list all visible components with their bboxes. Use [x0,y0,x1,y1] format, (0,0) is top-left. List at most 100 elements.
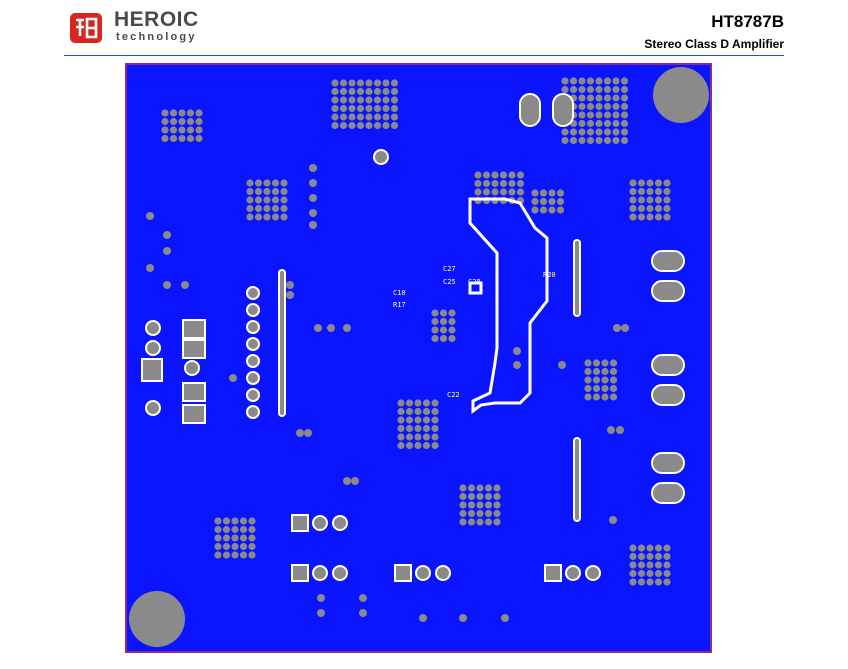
via-pad [431,407,439,416]
via-pad [431,441,439,450]
via-pad [663,569,671,578]
via-pad [476,509,484,518]
via-pad [501,614,509,622]
smd-pad [651,384,685,406]
via-pad [331,96,339,104]
via-pad [516,171,525,179]
via-pad [397,399,405,407]
via-pad [129,591,185,647]
via-pad [603,102,612,111]
smd-pad [651,250,685,272]
via-pad [548,206,556,214]
isolation-outlines [468,197,549,414]
via-pad [474,188,482,196]
via-pad [561,85,569,94]
via-pad [603,77,612,85]
via-pad [569,136,578,145]
via-pad [422,416,431,424]
via-pad [356,87,365,96]
via-pad [231,542,239,551]
via-pad [578,136,586,145]
via-pad [373,113,382,121]
via-pad [339,121,348,130]
via-pad [646,552,654,561]
via-pad [637,196,646,204]
via-pad [439,309,448,317]
via-pad [620,77,629,85]
via-pad [309,209,317,217]
via-pad [169,117,178,126]
smd-pad [651,452,685,474]
via-pad [146,212,154,220]
via-pad [312,565,328,581]
via-pad [397,407,405,416]
label-c27: C27 [443,265,456,273]
via-pad [663,204,671,213]
via-pad [280,187,288,196]
via-pad [499,179,508,188]
label-r20: R20 [543,271,556,279]
via-pad [482,188,491,196]
via-pad [239,551,248,559]
via-pad [508,179,516,188]
via-pad [246,196,254,204]
via-pad [513,347,521,355]
via-pad [646,578,654,586]
via-pad [561,128,569,136]
smd-pad [182,339,206,359]
via-pad [646,544,654,552]
via-pad [431,416,439,424]
via-pad [145,320,161,336]
via-pad [467,518,476,526]
via-pad [629,179,637,187]
via-pad [629,204,637,213]
via-pad [414,441,422,450]
label-c25: C25 [443,278,456,286]
via-pad [603,119,612,128]
via-pad [467,509,476,518]
via-pad [531,197,539,206]
via-pad [592,359,601,367]
via-pad [629,213,637,221]
via-pad [595,119,603,128]
via-pad [516,188,525,196]
via-pad [493,509,501,518]
via-pad [439,326,448,334]
via-pad [382,96,390,104]
via-pad [186,109,195,117]
via-pad [609,384,618,393]
via-pad [629,196,637,204]
via-pad [246,354,260,368]
via-pad [382,113,390,121]
via-pad [271,204,280,213]
via-pad [169,109,178,117]
via-pad [556,197,565,206]
via-pad [586,85,595,94]
via-pad [578,85,586,94]
via-pad [629,552,637,561]
via-pad [248,534,256,542]
via-pad [296,429,304,437]
via-pad [271,196,280,204]
via-pad [178,117,186,126]
via-pad [595,94,603,102]
via-pad [246,187,254,196]
via-pad [565,565,581,581]
heroic-logo-icon [70,13,102,43]
via-pad [609,359,618,367]
via-pad [646,204,654,213]
via-pad [405,399,414,407]
via-pad [331,104,339,113]
via-pad [309,179,317,187]
via-pad [592,367,601,376]
via-pad [239,525,248,534]
via-pad [646,569,654,578]
via-pad [254,179,263,187]
via-pad [365,79,373,87]
smd-pad [182,319,206,339]
via-pad [422,433,431,441]
via-pad [246,337,260,351]
via-pad [637,179,646,187]
via-pad [239,542,248,551]
via-pad [637,578,646,586]
